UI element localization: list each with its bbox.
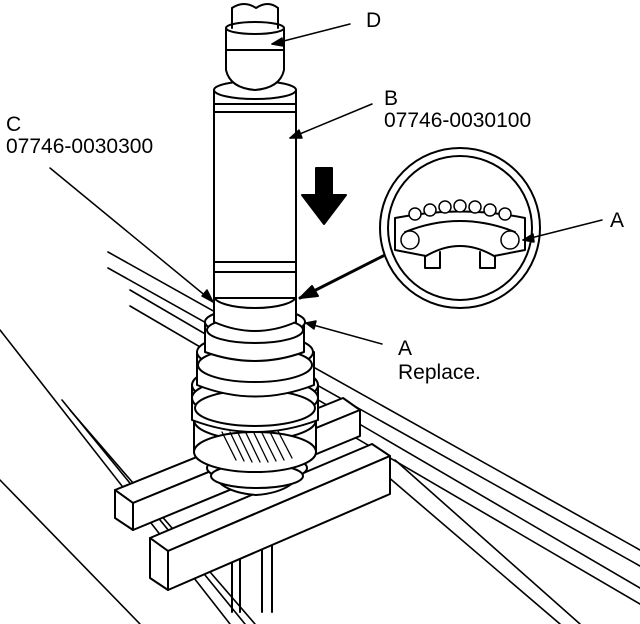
tool-b-sleeve: [213, 80, 297, 299]
label-d: D: [366, 9, 382, 32]
gear-assembly: [191, 307, 319, 496]
label-a-note: Replace.: [398, 361, 481, 384]
label-a: A: [398, 337, 413, 360]
tool-d-adapter: [225, 3, 285, 91]
bearing-detail-inset: [379, 147, 541, 309]
label-b: B: [384, 87, 399, 110]
label-c-part-number: 07746-0030300: [6, 135, 154, 158]
leader-lines: [49, 23, 603, 345]
press-direction-arrow-icon: [301, 167, 347, 225]
label-b-part-number: 07746-0030100: [384, 109, 532, 132]
label-c: C: [6, 113, 22, 136]
label-a-inset: A: [610, 209, 625, 232]
